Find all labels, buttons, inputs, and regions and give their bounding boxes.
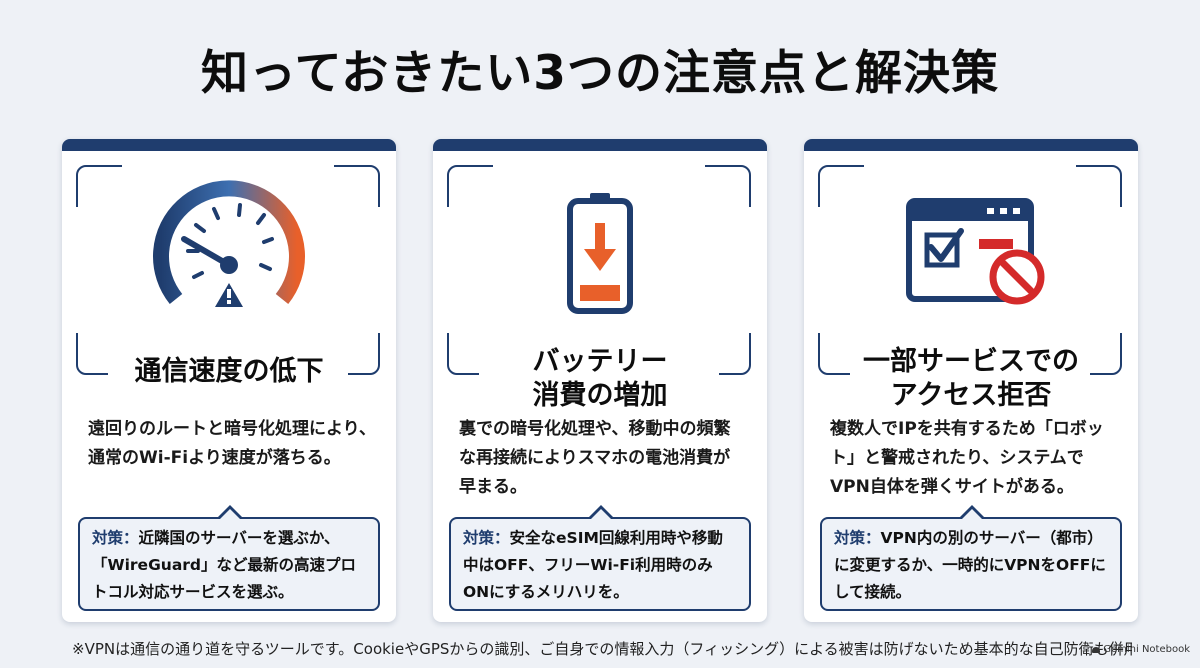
solution-label: 対策： [92,529,139,547]
card-body: 遠回りのルートと暗号化処理により、通常のWi-Fiより速度が落ちる。 [88,419,376,468]
icon-frame [445,163,753,377]
brand-logo-icon [1092,646,1101,653]
solution-text: VPN内の別のサーバー（都市）に変更するか、一時的にVPNをOFFにして接続。 [834,529,1106,601]
card-access-denied: 一部サービスでの アクセス拒否 複数人でIPを共有するため「ロボット」と警戒され… [804,139,1138,622]
card-battery: バッテリー 消費の増加 裏での暗号化処理や、移動中の頻繁な再接続によりスマホの電… [433,139,767,622]
solution-box: 対策：VPN内の別のサーバー（都市）に変更するか、一時的にVPNをOFFにして接… [820,505,1122,611]
card-speed: 通信速度の低下 遠回りのルートと暗号化処理により、通常のWi-Fiより速度が落ち… [62,139,396,622]
solution-label: 対策： [834,529,881,547]
solution-box: 対策：安全なeSIM回線利用時や移動中はOFF、フリーWi-Fi利用時のみONに… [449,505,751,611]
solution-label: 対策： [463,529,510,547]
card-heading: バッテリー 消費の増加 [433,345,767,413]
brand-watermark: Gemini Notebook [1092,644,1190,655]
icon-frame [74,163,382,377]
card-heading-line2: アクセス拒否 [890,380,1052,411]
card-heading-line1: バッテリー [532,346,668,377]
footnote: ※VPNは通信の通り道を守るツールです。CookieやGPSからの識別、ご自身で… [72,640,1132,658]
solution-box: 対策：近隣国のサーバーを選ぶか、「WireGuard」など最新の高速プロトコル対… [78,505,380,611]
page-title: 知っておきたい3つの注意点と解決策 [201,46,999,101]
brand-label: Gemini Notebook [1103,644,1190,655]
card-body: 複数人でIPを共有するため「ロボット」と警戒されたり、システムでVPN自体を弾く… [830,419,1104,497]
speedometer-warning-icon [153,180,305,307]
battery-drain-icon [567,193,633,314]
browser-blocked-icon [906,198,1045,305]
icon-frame [816,163,1124,377]
card-topbar [62,139,396,151]
card-heading: 通信速度の低下 [134,356,324,387]
card-heading-line2: 消費の増加 [532,380,668,411]
card-body: 裏での暗号化処理や、移動中の頻繁な再接続によりスマホの電池消費が早まる。 [459,419,731,497]
card-topbar [433,139,767,151]
card-heading-line1: 一部サービスでの [863,346,1079,377]
solution-text: 安全なeSIM回線利用時や移動中はOFF、フリーWi-Fi利用時のみONにするメ… [463,529,723,601]
solution-text: 近隣国のサーバーを選ぶか、「WireGuard」など最新の高速プロトコル対応サー… [92,529,357,601]
card-heading: 一部サービスでの アクセス拒否 [804,345,1138,413]
card-topbar [804,139,1138,151]
